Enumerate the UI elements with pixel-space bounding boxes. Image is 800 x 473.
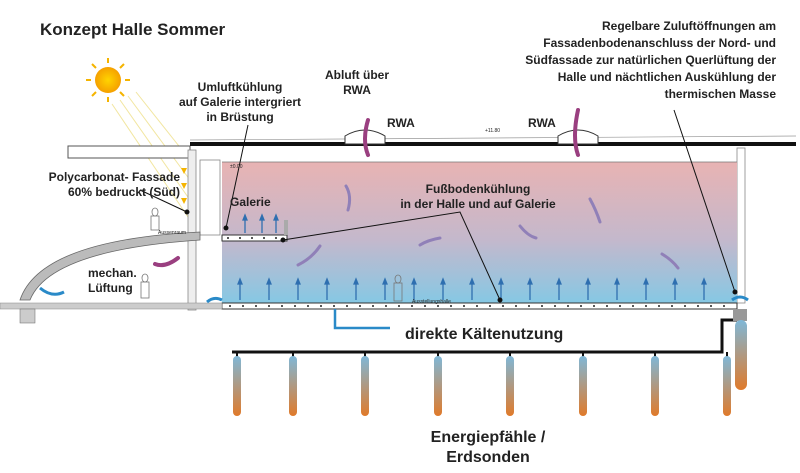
pipe-dot [385,305,387,307]
rwa-label-1: RWA [387,116,415,130]
pipe-dot [307,305,309,307]
pipe-dot [275,237,277,239]
rwa-dome-2 [557,129,599,145]
pipe-dot [580,305,582,307]
pipe-dot [671,305,673,307]
pipe-dot [710,305,712,307]
pipe-dot [697,305,699,307]
ray-arrows [181,168,187,204]
inflow-arrows [39,286,749,304]
pipe-dot [229,305,231,307]
pipe-dot [489,305,491,307]
pipe-dot [424,305,426,307]
energy-pile [289,356,297,416]
pipe-dot [333,305,335,307]
roof-level: +11.80 [485,128,501,134]
airflow-arrows [296,184,680,270]
pipe-dot [359,305,361,307]
sun-icon [86,58,130,102]
pipe-dot [239,237,241,239]
hall-air-volume [222,162,737,303]
pipe-dot [515,305,517,307]
page-title: Konzept Halle Sommer [40,20,226,39]
pipe-dot [645,305,647,307]
pipe-dot [528,305,530,307]
people-silhouettes [140,207,403,302]
pipe-dot [242,305,244,307]
pipe-dot [723,305,725,307]
pipe-dot [606,305,608,307]
pipe-dot [320,305,322,307]
pipe-dot [411,305,413,307]
pipe-dot [372,305,374,307]
pile-manifold [232,318,737,354]
annex-arch [19,231,201,301]
energy-pile [361,356,369,416]
pipe-dot [684,305,686,307]
pipe-dot [251,237,253,239]
pipe-dot [476,305,478,307]
pipe-dot [541,305,543,307]
pipe-dot [263,237,265,239]
pipe-dot [294,305,296,307]
pipe-dot [281,305,283,307]
exhaust-arrows [153,108,580,268]
pipe-dot [268,305,270,307]
pipe-dot [227,237,229,239]
pipe-dot [658,305,660,307]
energy-pile [723,356,731,416]
deep-borehole [735,320,747,390]
pipe-dot [567,305,569,307]
cooling-pipe [333,309,390,330]
aussenraum-label: Aussenraum [158,230,187,236]
pipe-dot [346,305,348,307]
pipe-dot [502,305,504,307]
energy-pile [651,356,659,416]
pipe-dot [450,305,452,307]
pipe-dot [437,305,439,307]
roof-overhang [67,145,191,159]
galerie-floor [221,234,288,242]
energy-pile [434,356,442,416]
energiepfaehle-label: Energiepfähle /Erdsonden [430,429,546,466]
pipe-dot [619,305,621,307]
pipe-dot [398,305,400,307]
energy-pile [579,356,587,416]
mechan-lueftung-label: mechan.Lüftung [88,266,137,295]
floor-level: ±0.00 [230,164,243,170]
pipe-dot [463,305,465,307]
energy-pile [506,356,514,416]
pipe-dot [593,305,595,307]
halle-label: Ausstellungshalle [412,299,451,305]
pipe-dot [255,305,257,307]
rwa-label-2: RWA [528,116,556,130]
kaeltenutzung-label: direkte Kältenutzung [405,326,564,343]
energy-pile [233,356,241,416]
galerie-label: Galerie [230,195,271,209]
pipe-dot [632,305,634,307]
pipe-dot [554,305,556,307]
